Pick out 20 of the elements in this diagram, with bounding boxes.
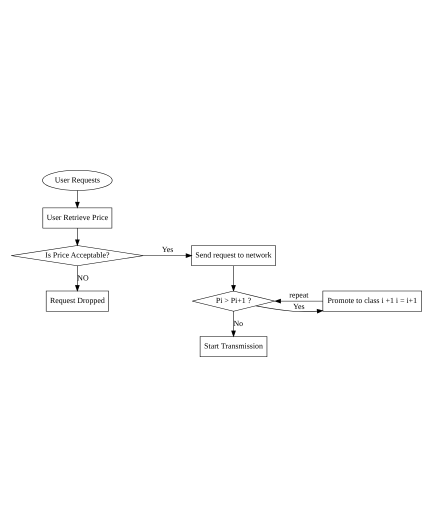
node-box: Promote to class i +1 i = i+1 xyxy=(322,290,422,312)
node-ellipse: User Requests xyxy=(42,169,112,190)
node-diamond: Pi > Pi+1 ? xyxy=(192,290,276,312)
edge-label: repeat xyxy=(289,290,308,299)
arrow xyxy=(75,190,80,208)
arrow xyxy=(274,298,324,303)
node-box: Request Dropped xyxy=(46,290,109,312)
node-box: Start Transmission xyxy=(200,336,268,357)
arrow xyxy=(231,310,236,337)
arrow xyxy=(231,265,236,292)
arrow xyxy=(143,252,193,258)
arrow xyxy=(75,227,80,246)
node-diamond: Is Price Acceptable? xyxy=(10,244,144,266)
node-box: User Retrieve Price xyxy=(42,207,112,228)
edge-label: NO xyxy=(77,272,89,282)
arrow xyxy=(75,265,80,292)
arrow xyxy=(255,305,324,314)
edge-label: Yes xyxy=(162,244,174,254)
node-box: Send request to network xyxy=(191,244,276,266)
edge-label: Yes xyxy=(293,302,305,311)
